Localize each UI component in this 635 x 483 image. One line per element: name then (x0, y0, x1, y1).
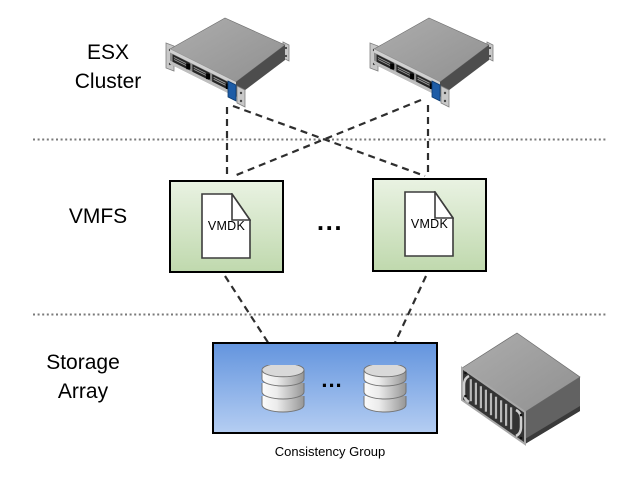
vmdk-file-label: VMDK (410, 217, 449, 231)
storage-array-chassis-icon (460, 331, 582, 446)
consistency-group-caption: Consistency Group (274, 444, 386, 459)
vmfs-datastore-2-box: VMDK (372, 178, 487, 272)
lun-1-database-cylinder-icon (261, 365, 305, 413)
layer-label-esx-cluster: ESX Cluster (74, 41, 142, 93)
lun-2-database-cylinder-icon (363, 365, 407, 413)
layer-label-storage-array: Storage Array (46, 351, 120, 403)
vmfs-datastore-1-box: VMDK (169, 180, 284, 273)
esx-host-2-rack-server-icon (369, 17, 494, 108)
vmfs-ellipsis: ... (316, 206, 344, 236)
vmdk-file-label: VMDK (207, 219, 246, 233)
lun-ellipsis: ... (321, 367, 343, 392)
consistency-group-box: ... (212, 342, 438, 434)
esx-host-1-rack-server-icon (165, 17, 290, 108)
link-esx2-vmfs1 (233, 98, 422, 178)
layer-label-vmfs: VMFS (68, 205, 128, 228)
link-esx1-vmfs2 (232, 104, 426, 178)
